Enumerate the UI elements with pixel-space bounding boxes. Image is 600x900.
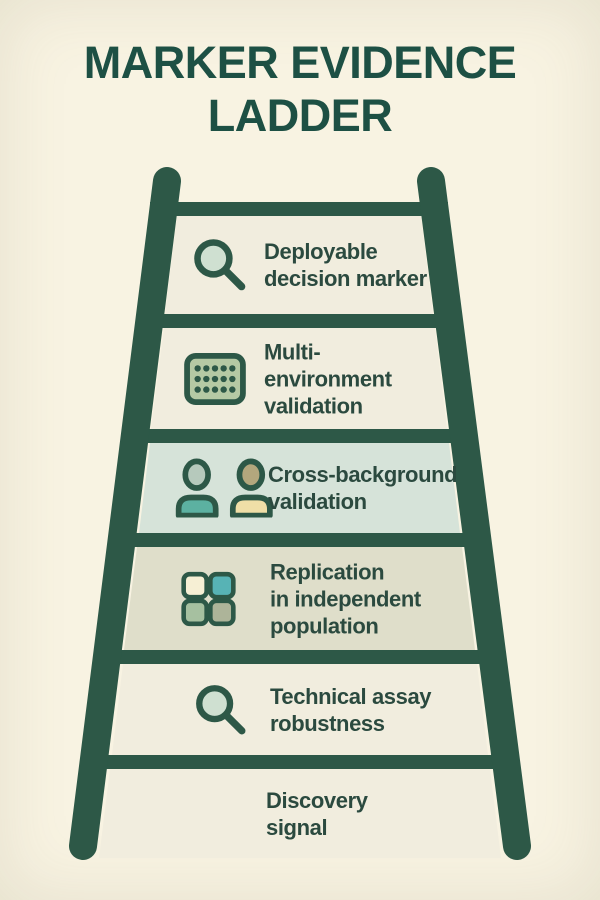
- four-squares-icon: [181, 571, 236, 626]
- person-2: [229, 458, 273, 518]
- rung-panel-1: [165, 216, 433, 314]
- right-rail: [417, 167, 531, 860]
- rung-panel-3: [139, 443, 460, 533]
- rung-label: Cross-background validation: [268, 462, 458, 514]
- rung-label: Discovery signal: [266, 787, 368, 840]
- left-rail: [69, 167, 181, 860]
- rung-row-deployable-decision-marker: Deployable decision marker: [0, 216, 600, 314]
- rung-label: Deployable decision marker: [264, 239, 427, 291]
- rung-label: Replication in independent population: [270, 559, 421, 638]
- rung-row-discovery-signal: Discovery signal: [0, 769, 600, 858]
- rung-panel-6: [99, 769, 501, 858]
- rung-row-replication-independent-population: Replication in independent population: [0, 547, 600, 650]
- rung-label: Technical assay robustness: [270, 683, 432, 736]
- person-1: [175, 458, 219, 518]
- rung-row-technical-assay-robustness: Technical assay robustness: [0, 664, 600, 755]
- rung-row-cross-background-validation: Cross-background validation: [0, 443, 600, 533]
- calendar-grid-icon: [184, 352, 246, 405]
- page-title: MARKER EVIDENCE LADDER: [83, 37, 517, 141]
- grid-dots: [194, 364, 236, 393]
- rung-row-multi-environment-validation: Multi- environment validation: [0, 328, 600, 429]
- search-icon: [194, 239, 246, 291]
- two-people-icon: [175, 458, 273, 518]
- rung-label: Multi- environment validation: [264, 339, 392, 418]
- search-icon: [196, 684, 246, 734]
